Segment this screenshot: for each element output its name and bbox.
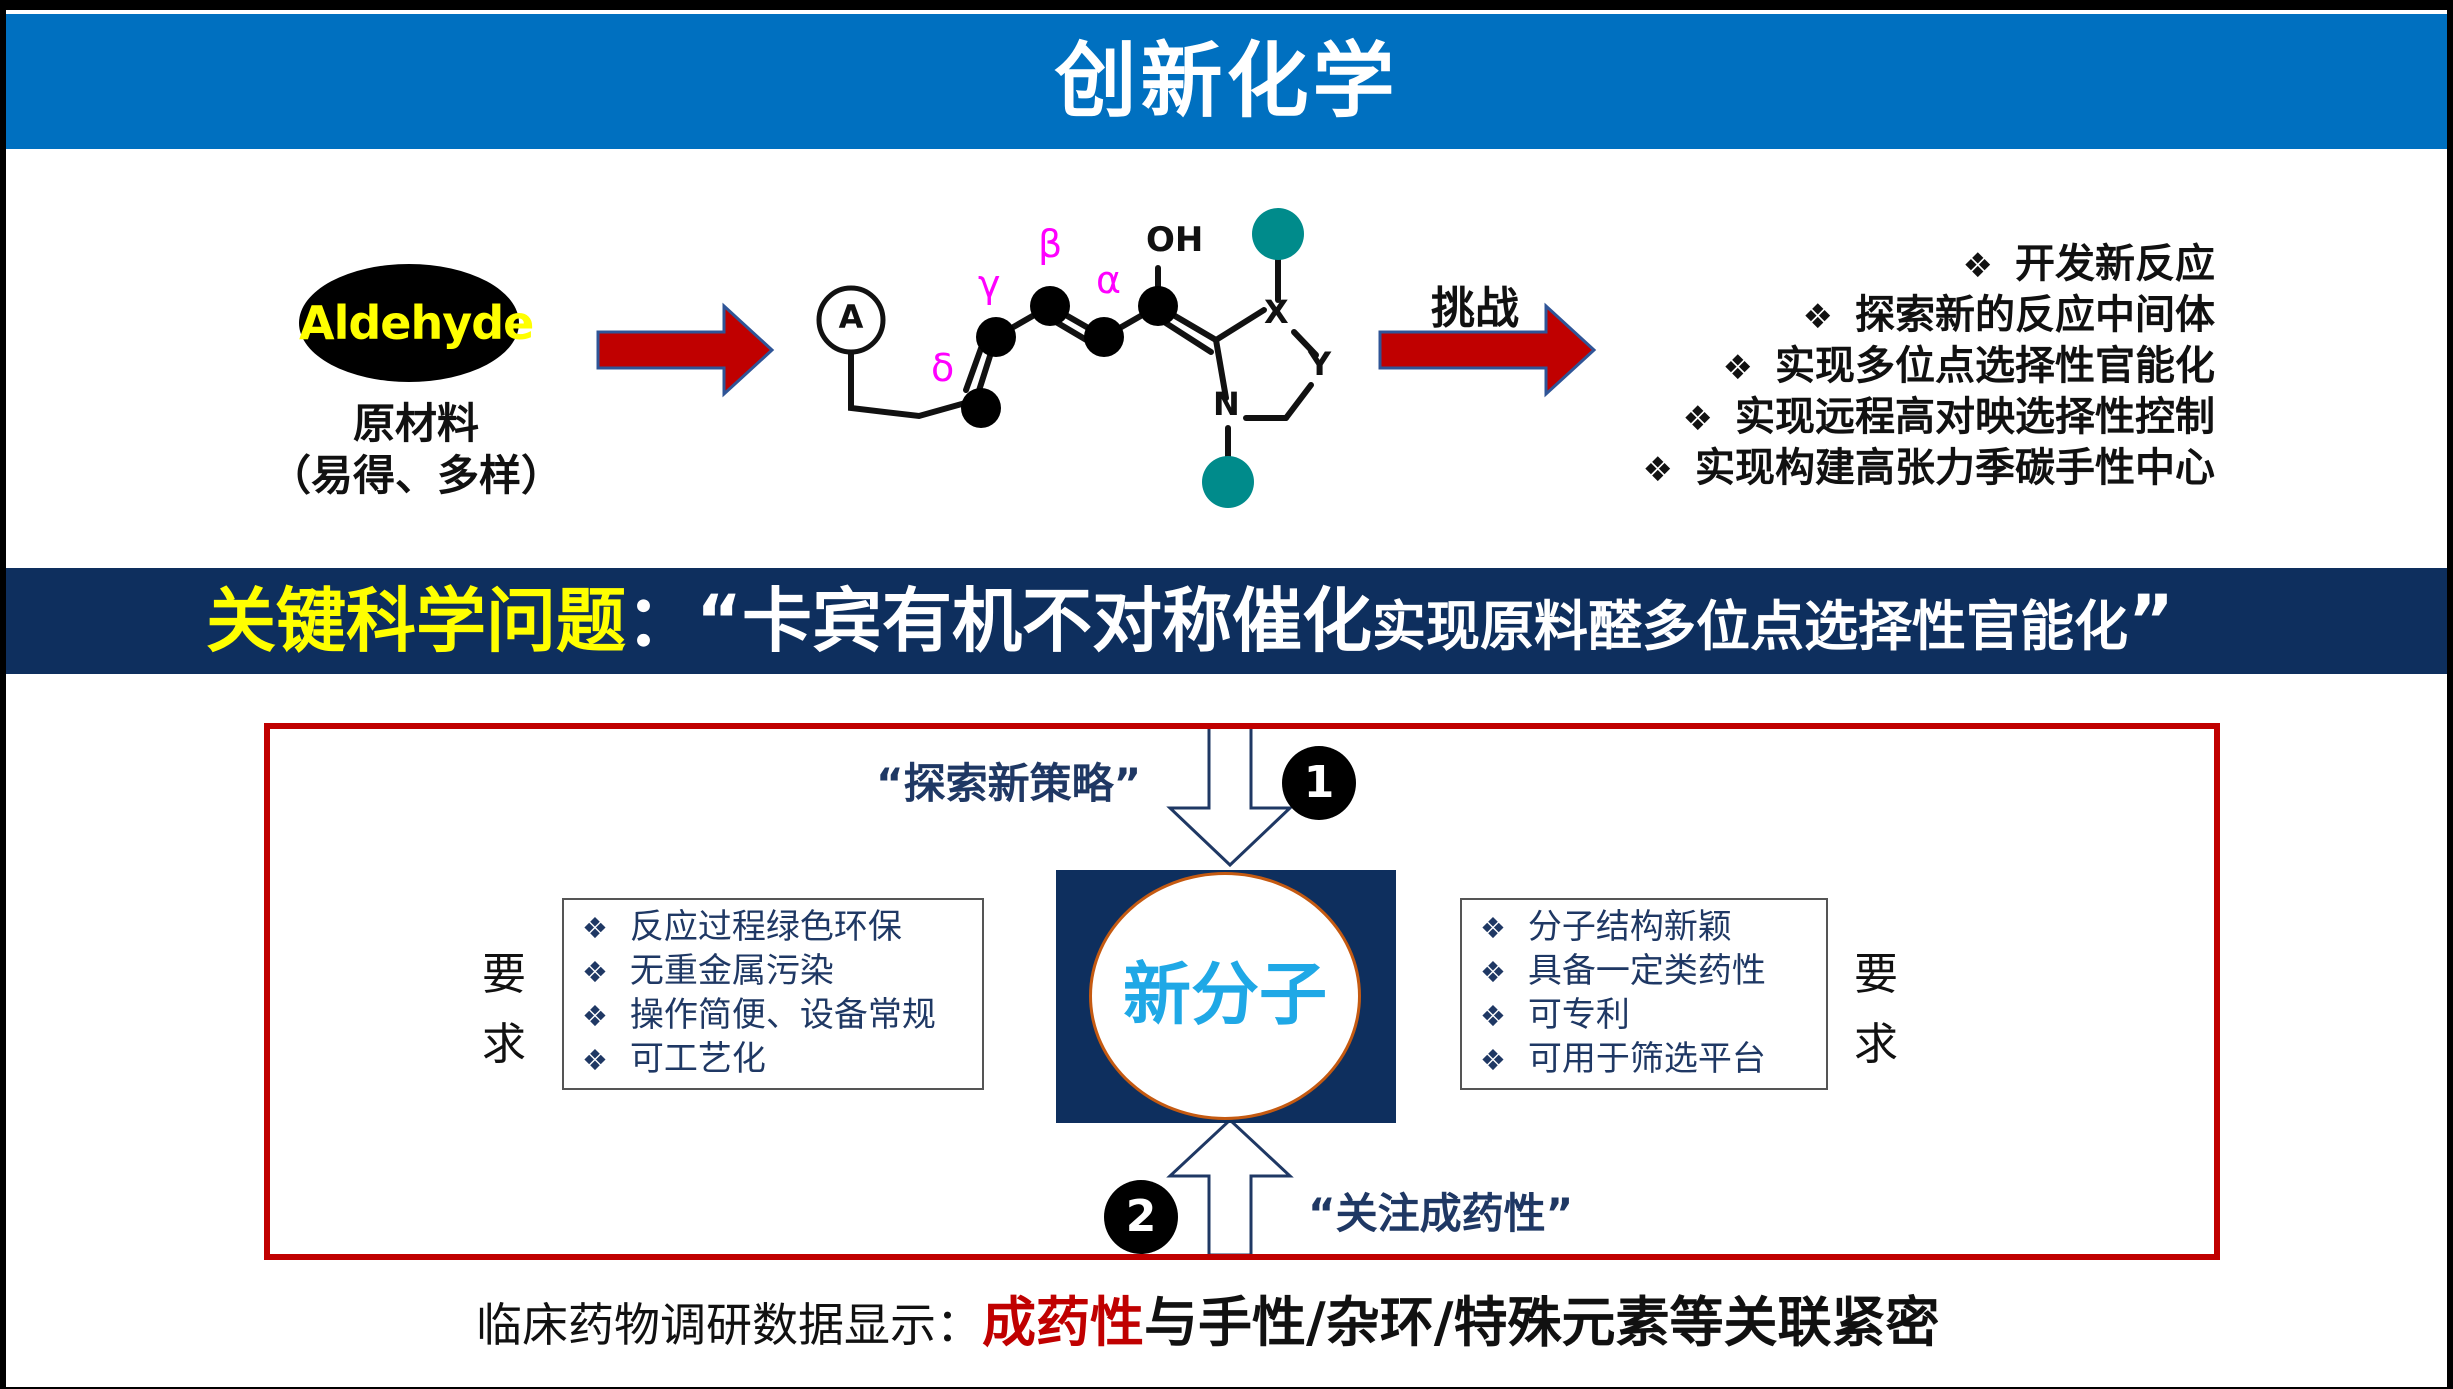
key-question-label: 关键科学问题 xyxy=(206,580,626,662)
druggability-highlight: 成药性 xyxy=(982,1291,1144,1354)
raw-material-label: 原材料 xyxy=(352,399,479,448)
top-diagram-graphics xyxy=(596,208,1597,1257)
y-label: Y xyxy=(1308,345,1332,383)
list-item: ❖反应过程绿色环保 xyxy=(582,907,902,947)
step-badge-2: 2 xyxy=(1104,1180,1178,1254)
diamond-bullet-icon: ❖ xyxy=(582,911,608,945)
raw-material-note: （易得、多样） xyxy=(268,451,563,500)
molecule-structure xyxy=(848,242,1319,478)
list-item: ❖可用于筛选平台 xyxy=(1480,1039,1766,1079)
challenge-list: ❖开发新反应 ❖探索新的反应中间体 ❖实现多位点选择性官能化 ❖实现远程高对映选… xyxy=(1643,240,2215,495)
list-item: ❖实现远程高对映选择性控制 xyxy=(1682,394,2215,440)
diamond-bullet-icon: ❖ xyxy=(1682,399,1713,439)
red-arrow-left xyxy=(596,302,775,398)
challenge-label: 挑战 xyxy=(1431,283,1519,334)
list-item: ❖可工艺化 xyxy=(582,1039,766,1079)
ring-a-circle xyxy=(816,285,886,355)
oh-label: OH xyxy=(1146,220,1204,260)
alpha-label: α xyxy=(1096,258,1122,302)
left-requirements-box: ❖反应过程绿色环保 ❖无重金属污染 ❖操作简便、设备常规 ❖可工艺化 xyxy=(562,898,984,1090)
key-question-main: 卡宾有机不对称催化 xyxy=(742,580,1373,662)
strategy-explore-label: “探索新策略” xyxy=(876,759,1142,808)
down-arrow xyxy=(1166,724,1294,868)
requirement-label-right: 要 求 xyxy=(1854,949,1898,1070)
n-label: N xyxy=(1213,385,1240,423)
molecule-atoms xyxy=(961,286,1178,428)
teal-substituent-top xyxy=(1252,208,1304,260)
diamond-bullet-icon: ❖ xyxy=(582,955,608,989)
bottom-conclusion: 临床药物调研数据显示：成药性与手性/杂环/特殊元素等关联紧密 xyxy=(476,1291,1940,1354)
list-item: ❖无重金属污染 xyxy=(582,951,834,991)
slide: 创新化学 Aldehyde 原材料 （易得、多样） xyxy=(6,10,2447,1387)
up-arrow xyxy=(1166,1117,1294,1257)
list-item: ❖具备一定类药性 xyxy=(1480,951,1766,991)
list-item: ❖实现多位点选择性官能化 xyxy=(1722,343,2215,389)
list-item: ❖实现构建高张力季碳手性中心 xyxy=(1642,445,2215,491)
diamond-bullet-icon: ❖ xyxy=(1480,955,1506,989)
new-molecule-circle: 新分子 xyxy=(1089,872,1361,1120)
right-requirements-box: ❖分子结构新颖 ❖具备一定类药性 ❖可专利 ❖可用于筛选平台 xyxy=(1460,898,1828,1090)
list-item: ❖操作简便、设备常规 xyxy=(582,995,936,1035)
x-label: X xyxy=(1264,293,1289,331)
diamond-bullet-icon: ❖ xyxy=(1480,911,1506,945)
diamond-bullet-icon: ❖ xyxy=(1480,999,1506,1033)
list-item: ❖探索新的反应中间体 xyxy=(1802,292,2215,338)
strategy-druggability-label: “关注成药性” xyxy=(1308,1189,1574,1238)
aldehyde-ellipse: Aldehyde xyxy=(299,264,534,382)
gamma-label: γ xyxy=(978,262,1001,306)
delta-label: δ xyxy=(931,346,955,390)
beta-label: β xyxy=(1038,222,1063,266)
diamond-bullet-icon: ❖ xyxy=(582,1043,608,1077)
page-title: 创新化学 xyxy=(1054,34,1399,129)
key-question-sub: 实现原料醛多位点选择性官能化 xyxy=(1372,595,2129,658)
requirement-label-left: 要 求 xyxy=(482,949,526,1070)
teal-substituent-bottom xyxy=(1202,456,1254,508)
red-arrow-right xyxy=(1378,302,1597,398)
list-item: ❖开发新反应 xyxy=(1962,241,2215,287)
title-bar xyxy=(6,14,2447,149)
key-question-bar xyxy=(6,568,2447,674)
ring-a-label: A xyxy=(838,298,864,336)
key-question: 关键科学问题：“卡宾有机不对称催化实现原料醛多位点选择性官能化” xyxy=(206,580,2175,662)
step-badge-1: 1 xyxy=(1282,746,1356,820)
list-item: ❖分子结构新颖 xyxy=(1480,907,1732,947)
diamond-bullet-icon: ❖ xyxy=(1480,1043,1506,1077)
list-item: ❖可专利 xyxy=(1480,995,1630,1035)
diamond-bullet-icon: ❖ xyxy=(1962,246,1993,286)
requirements-frame xyxy=(264,723,2220,1260)
diamond-bullet-icon: ❖ xyxy=(582,999,608,1033)
diamond-bullet-icon: ❖ xyxy=(1722,348,1753,388)
diamond-bullet-icon: ❖ xyxy=(1642,450,1673,490)
diamond-bullet-icon: ❖ xyxy=(1802,297,1833,337)
